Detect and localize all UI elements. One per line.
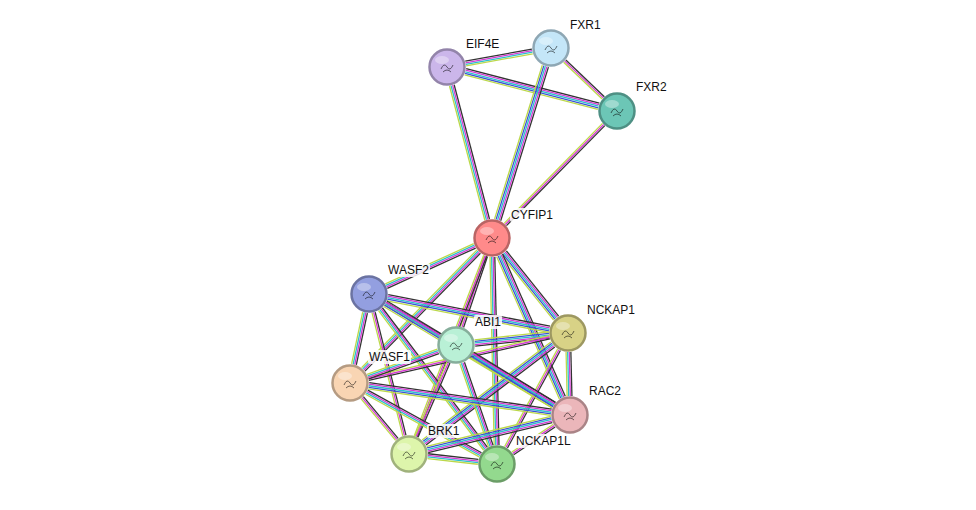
- evidence-line: [368, 351, 438, 376]
- evidence-line: [382, 308, 487, 448]
- evidence-line: [454, 85, 489, 219]
- evidence-line: [473, 354, 555, 404]
- evidence-line: [387, 248, 475, 288]
- interaction-edge: [465, 49, 532, 66]
- evidence-line: [369, 383, 551, 410]
- evidence-line: [369, 384, 551, 411]
- node-label: ABI1: [474, 315, 502, 329]
- node-label: EIF4E: [465, 37, 500, 51]
- interaction-edge: [367, 349, 439, 379]
- evidence-line: [498, 66, 546, 220]
- evidence-line: [474, 352, 556, 402]
- evidence-line: [450, 86, 485, 220]
- evidence-line: [466, 51, 533, 63]
- interaction-edge: [385, 244, 475, 289]
- evidence-line: [387, 247, 475, 287]
- node-circle: [437, 326, 475, 364]
- evidence-line: [451, 86, 486, 220]
- interaction-edge: [450, 85, 490, 220]
- node-label: BRK1: [427, 424, 460, 438]
- protein-node: BRK1: [390, 435, 428, 473]
- evidence-line: [453, 85, 488, 219]
- evidence-line: [472, 355, 554, 405]
- node-label: CYFIP1: [510, 208, 554, 222]
- evidence-line: [496, 66, 544, 220]
- node-circle: [551, 396, 589, 434]
- node-circle: [532, 29, 570, 67]
- node-label: NCKAP1: [586, 303, 636, 317]
- evidence-line: [569, 352, 570, 396]
- evidence-line: [428, 459, 478, 465]
- evidence-line: [565, 61, 604, 98]
- node-label: FXR2: [635, 80, 668, 94]
- evidence-line: [566, 60, 605, 97]
- evidence-line: [568, 352, 569, 396]
- node-circle: [428, 48, 466, 86]
- node-label: FXR1: [569, 18, 602, 32]
- node-circle: [390, 435, 428, 473]
- node-circle: [350, 275, 388, 313]
- interaction-edge: [564, 60, 605, 99]
- node-label: NCKAP1L: [515, 434, 572, 448]
- evidence-line: [465, 75, 598, 109]
- node-circle: [478, 445, 516, 483]
- interaction-edge: [495, 65, 549, 221]
- protein-node: RAC2: [551, 396, 589, 434]
- evidence-line: [388, 298, 550, 330]
- evidence-line: [352, 312, 363, 364]
- protein-node: ABI1: [437, 326, 475, 364]
- protein-node: FXR2: [598, 92, 636, 130]
- protein-node: WASF1: [331, 364, 369, 402]
- interaction-edge: [428, 454, 479, 464]
- evidence-line: [504, 123, 602, 223]
- evidence-line: [506, 126, 604, 226]
- protein-node: CYFIP1: [473, 219, 511, 257]
- evidence-line: [566, 352, 567, 396]
- evidence-line: [465, 73, 598, 107]
- evidence-line: [571, 352, 572, 396]
- evidence-line: [385, 244, 473, 284]
- interaction-edge: [387, 295, 550, 333]
- node-label: WASF1: [368, 350, 411, 364]
- evidence-line: [387, 299, 549, 331]
- evidence-line: [501, 67, 549, 221]
- evidence-line: [505, 125, 603, 225]
- protein-node: FXR1: [532, 29, 570, 67]
- protein-node: NCKAP1L: [478, 445, 516, 483]
- evidence-line: [506, 350, 559, 448]
- protein-node: WASF2: [350, 275, 388, 313]
- evidence-line: [466, 54, 533, 66]
- evidence-line: [564, 62, 603, 99]
- evidence-line: [369, 386, 551, 413]
- node-circle: [331, 364, 369, 402]
- interaction-edge: [352, 312, 368, 365]
- evidence-line: [499, 67, 547, 221]
- evidence-line: [416, 256, 485, 437]
- evidence-line: [353, 312, 364, 364]
- node-label: RAC2: [588, 384, 622, 398]
- node-circle: [473, 219, 511, 257]
- interaction-edge: [504, 123, 605, 225]
- node-circle: [549, 314, 587, 352]
- node-circle: [598, 92, 636, 130]
- interaction-edge: [379, 308, 488, 451]
- protein-node: EIF4E: [428, 48, 466, 86]
- protein-node: NCKAP1: [549, 314, 587, 352]
- evidence-line: [466, 52, 533, 64]
- node-label: WASF2: [387, 263, 430, 277]
- interaction-edge: [566, 352, 572, 396]
- evidence-line: [367, 349, 437, 374]
